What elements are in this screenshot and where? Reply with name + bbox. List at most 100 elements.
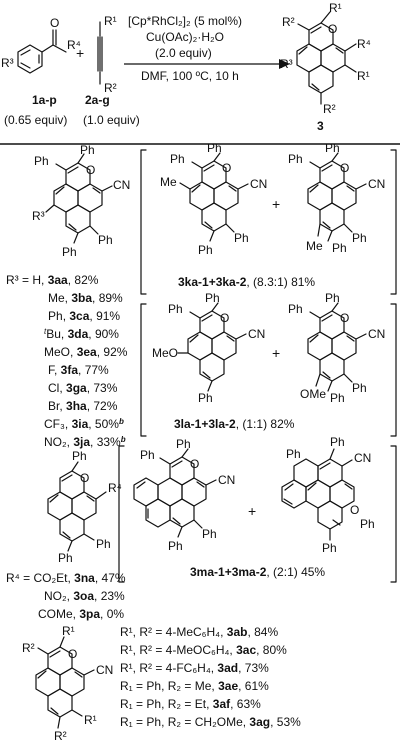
product-3-r1-right: R¹: [357, 69, 370, 83]
section-1-cn: CN: [113, 178, 130, 192]
ka2-me: Me: [306, 239, 323, 253]
r3-entry: MeO, 3ea, 92%: [44, 345, 128, 359]
reaction-arrow: [124, 59, 290, 69]
reactant-1-structure: [17, 29, 67, 74]
ka2-cn: CN: [368, 177, 385, 191]
r3-entry: NO₂, 3ja, 33%b: [44, 435, 126, 450]
ma1-ph-bottom: Ph: [168, 539, 183, 553]
structure-3ka-2: [307, 152, 367, 242]
section-1-oxygen: O: [86, 163, 95, 177]
ka1-ph-right: Ph: [234, 231, 249, 245]
la1-cn: CN: [248, 327, 265, 341]
r1r2-entry: R¹, R² = 4-MeC₆H₄, 3ab, 84%: [120, 625, 278, 639]
r3-entry: tBu, 3da, 90%: [44, 327, 119, 342]
ka2-ph-bottom: Ph: [332, 241, 347, 255]
reactant-1-r4: R⁴: [67, 38, 81, 52]
caption-3ka: 3ka-1+3ka-2, (8.3:1) 81%: [178, 275, 315, 289]
product-3-r2-top: R²: [282, 15, 295, 29]
section-3-cn: CN: [96, 663, 113, 677]
plus-sign-scheme: +: [76, 45, 84, 61]
section-2-ph-bottom: Ph: [58, 551, 73, 565]
ka1-oxygen: O: [222, 161, 231, 175]
r4-entry: R⁴ = CO₂Et, 3na, 47%: [6, 571, 126, 585]
product-3-structure: [296, 11, 357, 105]
reactant-1-r3: R³: [1, 56, 14, 70]
reactant-2-r2: R²: [104, 81, 117, 95]
ka2-ph-right: Ph: [352, 231, 367, 245]
r1r2-entry: R¹, R² = 4-FC₆H₄, 3ad, 73%: [120, 661, 269, 675]
la1-ph-top: Ph: [205, 291, 220, 305]
r3-entry: Br, 3ha, 72%: [48, 399, 118, 413]
section-1-ph-right: Ph: [98, 233, 113, 247]
section-3-r1-right: R¹: [84, 713, 97, 727]
product-3-r1-top: R¹: [329, 1, 342, 15]
bracket-la: [140, 303, 397, 437]
r4-entry: COMe, 3pa, 0%: [38, 607, 124, 621]
section-3-r2-left: R²: [22, 641, 35, 655]
product-3-r3: R³: [280, 57, 293, 71]
r1r2-entry: R¹, R² = 4-MeOC₆H₄, 3ac, 80%: [120, 643, 287, 657]
la2-ph-right: Ph: [352, 381, 367, 395]
catalyst-text: [Cp*RhCl₂]₂ (5 mol%): [128, 14, 242, 28]
ka2-ph-left: Ph: [288, 152, 303, 166]
ma2-ph-right: Ph: [360, 517, 375, 531]
plus-sign-la: +: [272, 345, 280, 361]
ka1-ph-bottom: Ph: [198, 243, 213, 257]
section-2-oxygen: O: [80, 471, 89, 485]
section-2-structure: [47, 461, 107, 552]
section-1-r3: R³: [32, 209, 45, 223]
section-3-r2-bottom: R²: [54, 729, 67, 743]
section-1-ph-top: Ph: [80, 143, 95, 157]
reactant-2-equiv: (1.0 equiv): [83, 113, 140, 127]
section-1-structure: [45, 153, 113, 244]
la1-ph-bottom: Ph: [198, 391, 213, 405]
r3-entry: R³ = H, 3aa, 82%: [6, 273, 99, 287]
caption-3ma: 3ma-1+3ma-2, (2:1) 45%: [190, 565, 325, 579]
r1r2-entry: R₁ = Ph, R₂ = Me, 3ae, 61%: [120, 679, 269, 693]
structure-3ka-1: [179, 152, 249, 242]
structure-3la-2: [307, 302, 367, 392]
r1r2-entry: R₁ = Ph, R₂ = CH₂OMe, 3ag, 53%: [120, 715, 301, 729]
r3-entry: F, 3fa, 77%: [48, 363, 109, 377]
reactant-1-oxygen: O: [50, 16, 59, 30]
ma2-oxygen: O: [350, 503, 359, 517]
section-1-ph-left: Ph: [34, 154, 49, 168]
r4-entry: NO₂, 3oa, 23%: [44, 589, 125, 603]
ma1-ph-left: Ph: [140, 448, 155, 462]
oxidant-text: Cu(OAc)₂·H₂O: [146, 30, 224, 44]
section-1-ph-bottom: Ph: [62, 245, 77, 259]
caption-3la: 3la-1+3la-2, (1:1) 82%: [174, 417, 295, 431]
r3-entry: Me, 3ba, 89%: [48, 291, 123, 305]
r1r2-entries: R¹, R² = 4-MeC₆H₄, 3ab, 84% R¹, R² = 4-M…: [120, 625, 301, 729]
solvent-conditions-text: DMF, 100 ºC, 10 h: [141, 69, 239, 83]
la2-ph-bottom: Ph: [330, 391, 345, 405]
r1r2-entry: R₁ = Ph, R₂ = Et, 3af, 63%: [120, 697, 261, 711]
section-3-structure: [35, 636, 95, 729]
reaction-scheme: O R⁴ R³ 1a-p (0.65 equiv) + R¹ R² 2a-g (…: [1, 1, 371, 133]
structure-3ma-2: [281, 448, 355, 541]
ma2-ph-left: Ph: [286, 447, 301, 461]
ma2-ph-top: Ph: [330, 435, 345, 449]
ma2-cn: CN: [354, 451, 371, 465]
product-3-r4: R⁴: [357, 37, 371, 51]
structure-3la-1: [177, 302, 247, 392]
la2-ph-top: Ph: [325, 291, 340, 305]
la2-oxygen: O: [340, 311, 349, 325]
product-3-oxygen: O: [328, 22, 337, 36]
product-3-r2-bottom: R²: [323, 102, 336, 116]
reactant-1-equiv: (0.65 equiv): [4, 113, 67, 127]
ma1-oxygen: O: [190, 457, 199, 471]
r3-entry: Cl, 3ga, 73%: [48, 381, 118, 395]
r3-entries: R³ = H, 3aa, 82% Me, 3ba, 89% Ph, 3ca, 9…: [6, 273, 128, 449]
section-2-r4: R⁴: [108, 481, 122, 495]
structure-3ma-1: [133, 448, 217, 538]
section-2-ph-right: Ph: [96, 537, 111, 551]
la2-ome: OMe: [300, 387, 326, 401]
ka2-ph-top: Ph: [325, 141, 340, 155]
bracket-ka: [140, 149, 397, 295]
reactant-2-r1: R¹: [104, 14, 117, 28]
la1-meo: MeO: [152, 346, 178, 360]
r3-entry: CF₃, 3ia, 50%b: [44, 417, 124, 432]
la1-ph-left: Ph: [168, 302, 183, 316]
ka1-ph-left: Ph: [170, 152, 185, 166]
